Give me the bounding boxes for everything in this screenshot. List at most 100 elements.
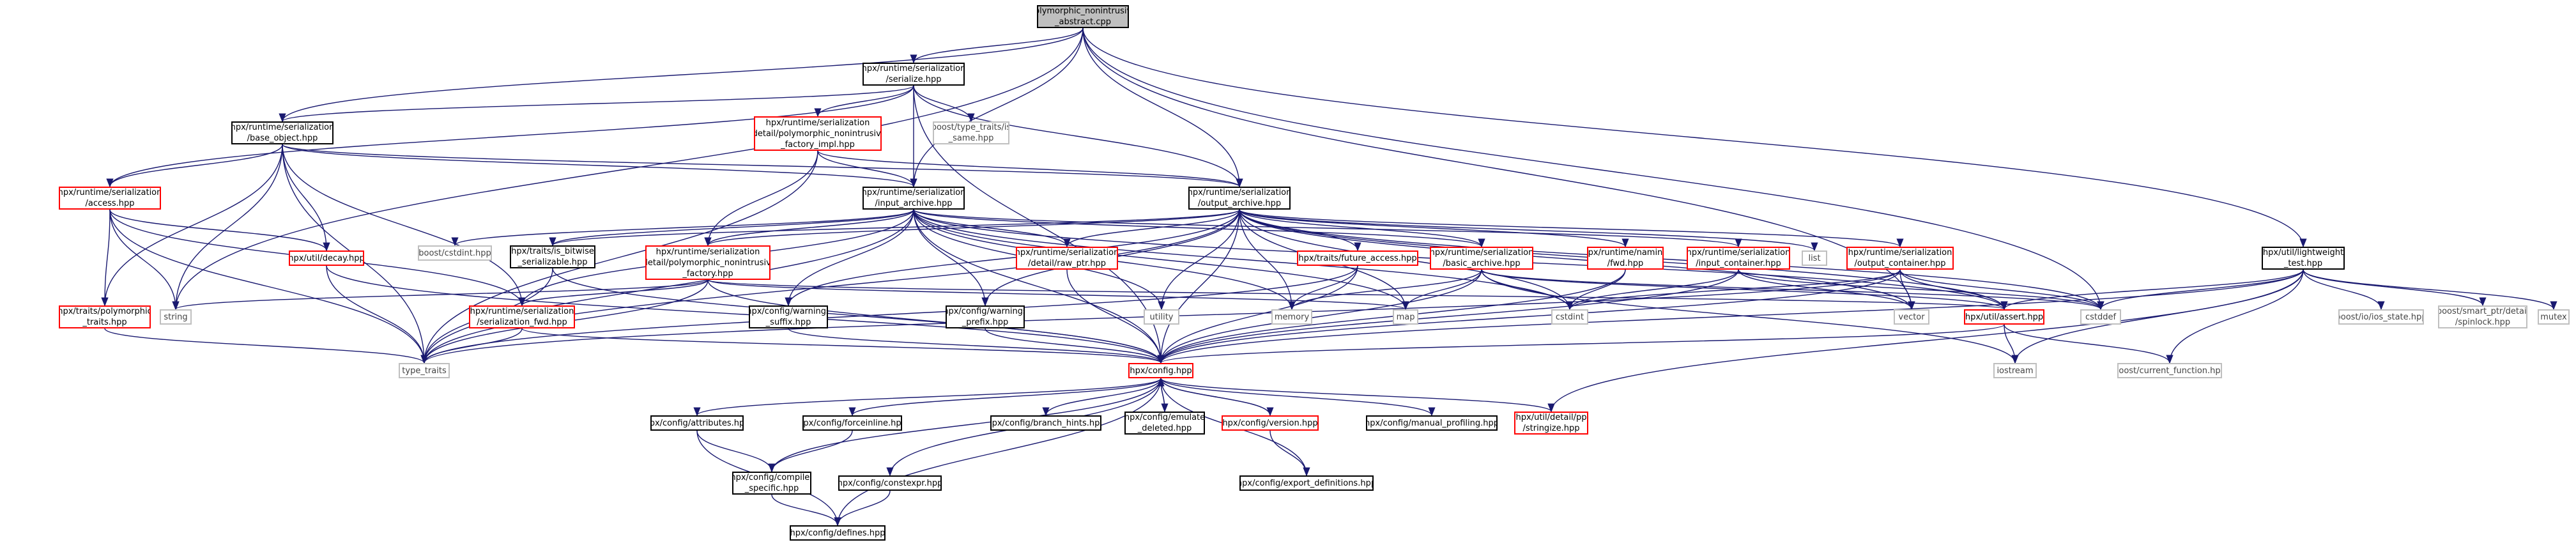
edge-util_decay-to-config (326, 265, 1165, 364)
node-is-bitwise[interactable]: hpx/traits/is_bitwise _serializable.hpp (510, 245, 595, 268)
edge-poly_factory-to-map (707, 279, 1409, 311)
edge-lightweight_test-to-boost_spinlock (2303, 269, 2487, 307)
edge-output_archive-to-poly_factory (704, 209, 1240, 247)
node-config[interactable]: hpx/config.hpp (1128, 363, 1193, 378)
edge-warnings_prefix-to-config (985, 328, 1165, 364)
edge-lightweight_test-to-boost_current_function (2166, 269, 2304, 364)
node-warnings-prefix[interactable]: hpx/config/warnings _prefix.hpp (946, 305, 1025, 328)
node-util-decay[interactable]: hpx/util/decay.hpp (289, 250, 364, 266)
node-basic-archive[interactable]: hpx/runtime/serialization /basic_archive… (1430, 247, 1533, 270)
node-vector[interactable]: vector (1894, 309, 1929, 325)
edge-output_archive-to-warnings_suffix (785, 209, 1240, 307)
edge-poly_impl-to-input_archive (817, 150, 917, 188)
edge-input_archive-to-is_bitwise (549, 209, 914, 247)
node-output-container[interactable]: hpx/runtime/serialization /output_contai… (1846, 247, 1954, 270)
node-warnings-suffix[interactable]: hpx/config/warnings _suffix.hpp (749, 305, 828, 328)
node-manual-profiling[interactable]: hpx/config/manual_profiling.hpp (1366, 415, 1498, 431)
edge-root-to-output_archive (1082, 27, 1243, 188)
node-compiler-specific[interactable]: hpx/config/compiler _specific.hpp (732, 472, 811, 495)
edge-poly_impl-to-poly_factory (704, 150, 818, 247)
edge-output_container-to-cstdint (1566, 269, 1901, 311)
node-memory[interactable]: memory (1271, 309, 1312, 325)
node-type-traits[interactable]: type_traits (399, 363, 450, 378)
node-defines[interactable]: hpx/config/defines.hpp (790, 525, 885, 541)
edge-serialize-to-access (106, 85, 914, 188)
node-export-definitions[interactable]: hpx/config/export_definitions.hpp (1239, 475, 1374, 491)
edge-version-to-export_definitions (1269, 430, 1310, 477)
edge-version-to-config (1157, 377, 1271, 416)
edge-basic_archive-to-config (1157, 269, 1482, 364)
node-poly-traits[interactable]: hpx/traits/polymorphic _traits.hpp (59, 305, 151, 328)
edge-input_container-to-cstddef (1738, 269, 2104, 311)
edge-util_assert-to-boost_current_function (2004, 324, 2174, 364)
edge-base_object-to-access (106, 144, 283, 188)
node-branch-hints[interactable]: hpx/config/branch_hints.hpp (990, 415, 1101, 431)
node-serialize[interactable]: hpx/runtime/serialization /serialize.hpp (862, 63, 965, 86)
node-lightweight-test[interactable]: hpx/util/lightweight _test.hpp (2262, 247, 2345, 270)
edge-output_archive-to-raw_ptr (1063, 209, 1240, 248)
edge-config-to-compiler_specific (768, 378, 1162, 473)
node-map[interactable]: map (1393, 309, 1418, 325)
edge-poly_factory-to-string (172, 279, 709, 311)
edge-root-to-cstddef (1082, 27, 2104, 311)
node-attributes[interactable]: hpx/config/attributes.hpp (650, 415, 744, 431)
edge-config-to-forceinline (848, 378, 1162, 417)
node-utility[interactable]: utility (1144, 309, 1179, 325)
node-pp-stringize[interactable]: hpx/util/detail/pp /stringize.hpp (1514, 412, 1588, 435)
node-root[interactable]: polymorphic_nonintrusive _abstract.cpp (1037, 5, 1129, 28)
edge-poly_factory-to-util_assert (707, 279, 2007, 311)
node-string[interactable]: string (160, 309, 192, 325)
edge-poly_traits-to-type_traits (104, 328, 428, 364)
node-output-archive[interactable]: hpx/runtime/serialization /output_archiv… (1188, 187, 1291, 210)
edge-output_container-to-util_assert (1899, 269, 2008, 311)
node-input-container[interactable]: hpx/runtime/serialization /input_contain… (1687, 247, 1790, 270)
node-constexpr[interactable]: hpx/config/constexpr.hpp (838, 475, 942, 491)
edge-root-to-input_archive (910, 27, 1084, 188)
edge-input_container-to-vector (1738, 269, 1915, 311)
node-util-assert[interactable]: hpx/util/assert.hpp (1964, 309, 2044, 325)
node-boost-same[interactable]: boost/type_traits/is _same.hpp (933, 121, 1009, 144)
edge-output_container-to-config (1157, 269, 1901, 364)
node-raw-ptr[interactable]: hpx/runtime/serialization /detail/raw_pt… (1016, 247, 1118, 270)
edge-serialize-to-base_object (279, 85, 914, 123)
edge-root-to-string (172, 27, 1084, 311)
node-cstdint[interactable]: cstdint (1551, 309, 1588, 325)
node-future-access[interactable]: hpx/traits/future_access.hpp (1297, 250, 1418, 266)
node-cstddef[interactable]: cstddef (2080, 309, 2121, 325)
edge-input_archive-to-raw_ptr (913, 209, 1071, 248)
edge-config-to-manual_profiling (1160, 378, 1436, 417)
edge-input_archive-to-poly_factory (704, 209, 914, 247)
edge-base_object-to-input_archive (282, 144, 917, 188)
edge-access-to-type_traits (109, 209, 428, 364)
node-emulate-deleted[interactable]: hpx/config/emulate _deleted.hpp (1124, 412, 1205, 435)
node-forceinline[interactable]: hpx/config/forceinline.hpp (802, 415, 902, 431)
edge-input_archive-to-boost_cstdint (451, 209, 914, 247)
node-access[interactable]: hpx/runtime/serialization /access.hpp (59, 187, 161, 210)
node-list[interactable]: list (1802, 250, 1827, 266)
node-poly-impl[interactable]: hpx/runtime/serialization /detail/polymo… (754, 116, 882, 151)
node-iostream[interactable]: iostream (1993, 363, 2037, 378)
node-boost-cstdint[interactable]: boost/cstdint.hpp (418, 245, 492, 261)
node-boost-ios[interactable]: boost/io/ios_state.hpp (2338, 309, 2424, 325)
edge-warnings_suffix-to-config (788, 328, 1165, 364)
node-naming-fwd[interactable]: hpx/runtime/naming /fwd.hpp (1587, 247, 1664, 270)
edge-lightweight_test-to-boost_ios (2303, 269, 2385, 311)
edge-lightweight_test-to-util_assert (2000, 269, 2304, 311)
edge-base_object-to-serialization_fwd (282, 144, 526, 307)
edge-base_object-to-string (172, 144, 283, 311)
node-base-object[interactable]: hpx/runtime/serialization /base_object.h… (231, 121, 334, 144)
node-serialization-fwd[interactable]: hpx/runtime/serialization /serialization… (469, 305, 575, 328)
edge-basic_archive-to-map (1402, 269, 1482, 311)
node-boost-spinlock[interactable]: boost/smart_ptr/detail /spinlock.hpp (2438, 305, 2527, 328)
node-version[interactable]: hpx/config/version.hpp (1222, 415, 1319, 431)
edge-input_archive-to-cstdint (913, 209, 1574, 311)
edge-base_object-to-output_archive (282, 144, 1243, 188)
edge-access-to-string (109, 209, 180, 311)
edge-basic_archive-to-iostream (1481, 269, 2019, 364)
node-input-archive[interactable]: hpx/runtime/serialization /input_archive… (862, 187, 965, 210)
node-boost-current-function[interactable]: boost/current_function.hpp (2117, 363, 2222, 378)
edge-config-to-defines (834, 378, 1162, 527)
edge-output_archive-to-basic_archive (1239, 209, 1485, 248)
node-poly-factory[interactable]: hpx/runtime/serialization /detail/polymo… (645, 245, 770, 280)
node-mutex[interactable]: mutex (2538, 309, 2570, 325)
